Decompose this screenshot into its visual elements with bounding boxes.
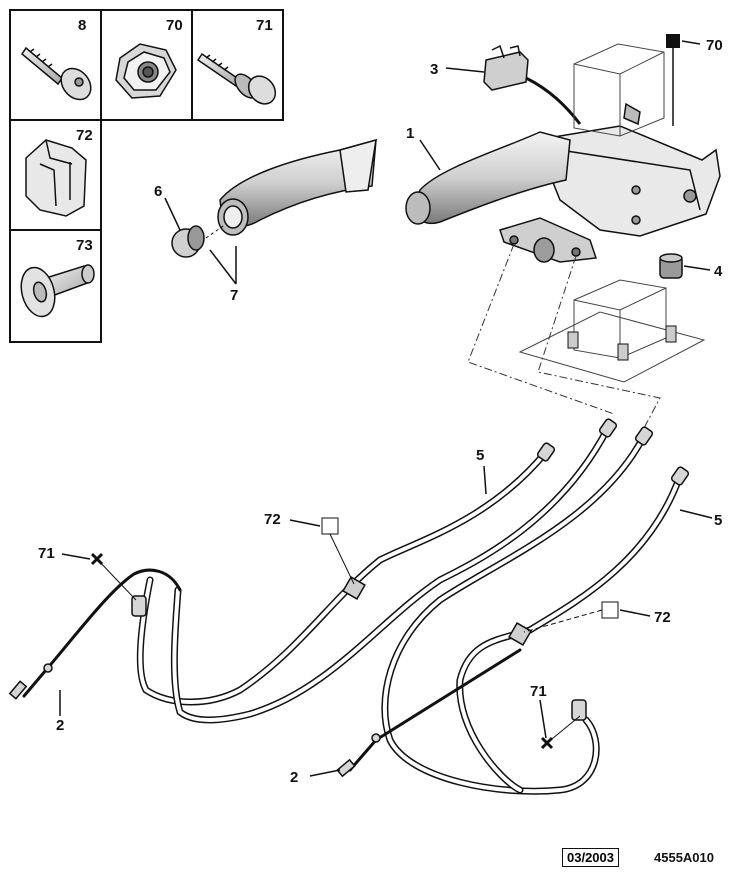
cable-clips	[342, 576, 532, 646]
callout-7: 7	[230, 287, 238, 304]
callout-72-right: 72	[654, 609, 671, 626]
marker-71-leader-left	[96, 558, 137, 601]
footer-drawing-code: 4555A010	[654, 850, 714, 865]
screw-71-markers	[90, 552, 554, 750]
footer-date: 03/2003	[562, 848, 619, 867]
phantom-boxes	[518, 43, 706, 383]
marker-71-leader-right	[546, 715, 581, 744]
table-label-71: 71	[256, 17, 273, 34]
handle-cap-6-icon	[171, 225, 205, 258]
clip-72-leaders	[329, 533, 603, 633]
callout-71-left: 71	[38, 545, 55, 562]
handle-grip-7-icon	[217, 138, 377, 236]
table-label-70: 70	[166, 17, 183, 34]
callout-leaders	[59, 40, 713, 777]
callout-5-right: 5	[714, 512, 722, 529]
cap-align-line	[205, 223, 227, 239]
callout-6: 6	[154, 183, 162, 200]
table-label-72: 72	[76, 127, 93, 144]
callout-3: 3	[430, 61, 438, 78]
clip-72-icon	[25, 139, 87, 217]
callout-2-right: 2	[290, 769, 298, 786]
cable-end-fittings	[8, 418, 690, 778]
table-label-8: 8	[78, 17, 86, 34]
screw-71-icon	[196, 52, 277, 105]
table-label-73: 73	[76, 237, 93, 254]
fitting-70-square-icon	[666, 34, 680, 48]
callout-72-left: 72	[264, 511, 281, 528]
switch-3-icon	[483, 44, 582, 125]
callout-4: 4	[714, 263, 723, 280]
nut-70-icon	[115, 43, 177, 99]
mounting-studs	[567, 325, 677, 361]
callout-71-right: 71	[530, 683, 547, 700]
cable-assembly-left-icon	[22, 424, 612, 724]
callout-5-left: 5	[476, 447, 484, 464]
guide-lines	[467, 243, 661, 429]
callout-1: 1	[406, 125, 414, 142]
callout-2-left: 2	[56, 717, 64, 734]
callout-70: 70	[706, 37, 723, 54]
rivet-73-icon	[20, 264, 95, 318]
lever-assembly-1-icon	[405, 102, 721, 263]
parts-table	[9, 9, 284, 343]
screw-8-icon	[21, 46, 92, 101]
spacer-4-icon	[659, 253, 683, 279]
